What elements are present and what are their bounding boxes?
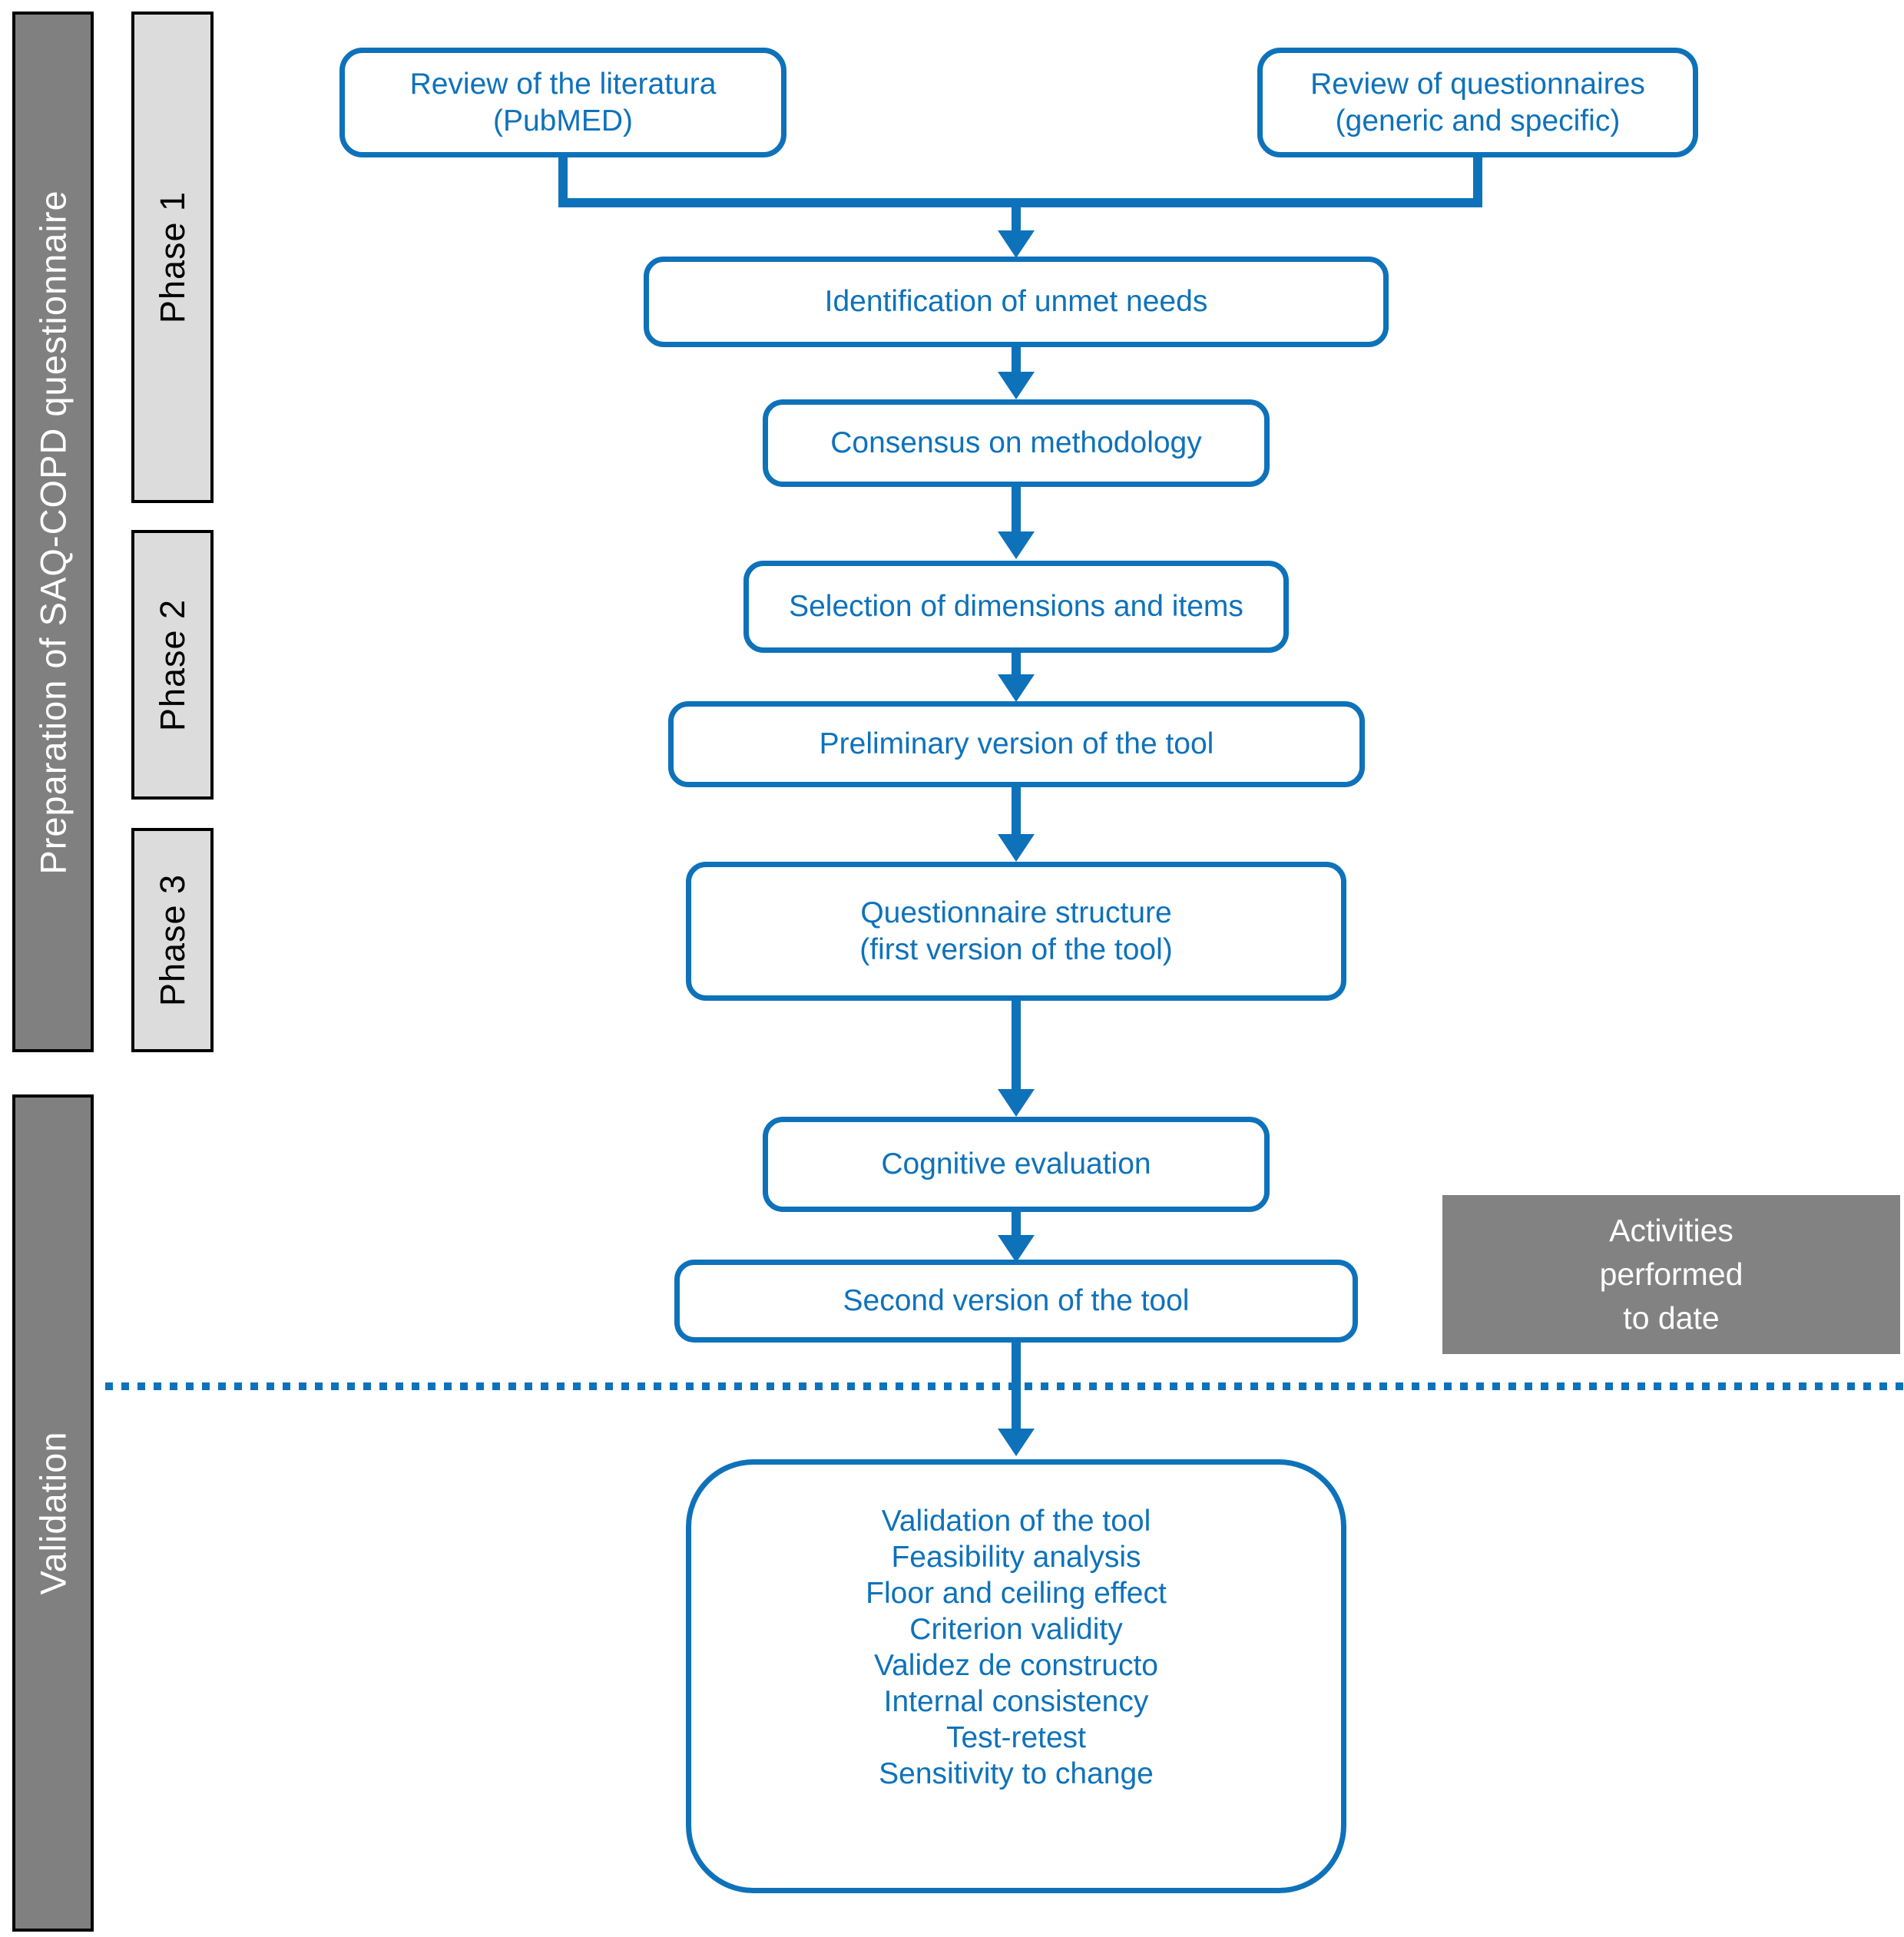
consensus-box: Consensus on methodology [763, 399, 1270, 487]
activities-box: Activities performed to date [1442, 1195, 1900, 1354]
text-line: Activities [1609, 1213, 1733, 1248]
connector-horizontal-line [558, 198, 1482, 207]
text-line: Internal consistency [883, 1685, 1149, 1718]
questionnaire-structure-line2: (first version of the tool) [859, 932, 1173, 966]
identification-box: Identification of unmet needs [644, 257, 1389, 347]
arrow-to-second-version-line [1012, 1212, 1021, 1237]
arrow-to-questionnaire-structure-head [998, 834, 1035, 862]
preparation-bar: Preparation of SAQ-COPD questionnaire [12, 12, 94, 1052]
preparation-label: Preparation of SAQ-COPD questionnaire [32, 189, 74, 875]
cognitive-label: Cognitive evaluation [881, 1147, 1151, 1180]
arrow-to-preliminary-head [998, 674, 1035, 702]
identification-label: Identification of unmet needs [824, 285, 1208, 318]
arrow-to-cognitive-head [998, 1089, 1035, 1117]
arrow-to-selection-line [1012, 487, 1021, 533]
validation-label: Validation [32, 1431, 74, 1595]
review-questionnaires-line2: (generic and specific) [1335, 104, 1621, 137]
text-line: Test-retest [945, 1721, 1087, 1754]
text-line: Validez de constructo [874, 1649, 1158, 1682]
text-line: Criterion validity [909, 1613, 1123, 1646]
text-line: Feasibility analysis [891, 1541, 1141, 1574]
arrow-to-preliminary-line [1012, 653, 1021, 676]
review-questionnaires-box: Review of questionnaires (generic and sp… [1257, 48, 1698, 157]
text-line: performed [1599, 1257, 1743, 1292]
phase-3-bar: Phase 3 [131, 828, 214, 1052]
phase-2-label: Phase 2 [152, 598, 192, 731]
selection-box: Selection of dimensions and items [743, 561, 1289, 653]
second-version-box: Second version of the tool [674, 1260, 1358, 1343]
review-literature-line1: Review of the literatura [409, 67, 717, 101]
arrow-to-consensus-head [998, 372, 1035, 399]
arrow-to-second-version-head [998, 1235, 1035, 1263]
arrow-to-validation-head [998, 1429, 1035, 1456]
questionnaire-structure-box: Questionnaire structure (first version o… [686, 862, 1346, 1001]
phase-3-label: Phase 3 [152, 873, 192, 1007]
questionnaire-structure-line1: Questionnaire structure [860, 896, 1172, 929]
phase-separator-dotted-line [105, 1382, 1904, 1390]
review-literature-line2: (PubMED) [492, 104, 634, 137]
connector-right-line [1473, 154, 1482, 207]
preliminary-box: Preliminary version of the tool [668, 701, 1365, 787]
arrow-to-consensus-line [1012, 347, 1021, 373]
text-line: Floor and ceiling effect [866, 1577, 1167, 1610]
review-questionnaires-line1: Review of questionnaires [1310, 67, 1645, 101]
phase-1-bar: Phase 1 [131, 12, 214, 503]
arrow-to-selection-head [998, 531, 1035, 559]
second-version-label: Second version of the tool [843, 1284, 1190, 1317]
selection-label: Selection of dimensions and items [789, 590, 1243, 623]
consensus-label: Consensus on methodology [830, 426, 1202, 459]
arrow-to-validation-line [1012, 1343, 1021, 1429]
cognitive-box: Cognitive evaluation [763, 1117, 1270, 1212]
connector-left-line [558, 154, 568, 207]
arrow-to-cognitive-line [1012, 1001, 1021, 1090]
preliminary-label: Preliminary version of the tool [819, 727, 1214, 760]
phase-2-bar: Phase 2 [131, 530, 214, 800]
arrow-to-identification-line [1012, 207, 1021, 232]
arrow-to-questionnaire-structure-line [1012, 787, 1021, 835]
phase-1-label: Phase 1 [152, 190, 192, 324]
text-line: Validation of the tool [881, 1505, 1151, 1538]
validation-bar: Validation [12, 1094, 94, 1932]
arrow-to-identification-head [998, 230, 1035, 258]
review-literature-box: Review of the literatura (PubMED) [339, 48, 786, 157]
text-line: to date [1623, 1300, 1720, 1336]
text-line: Sensitivity to change [879, 1757, 1154, 1790]
